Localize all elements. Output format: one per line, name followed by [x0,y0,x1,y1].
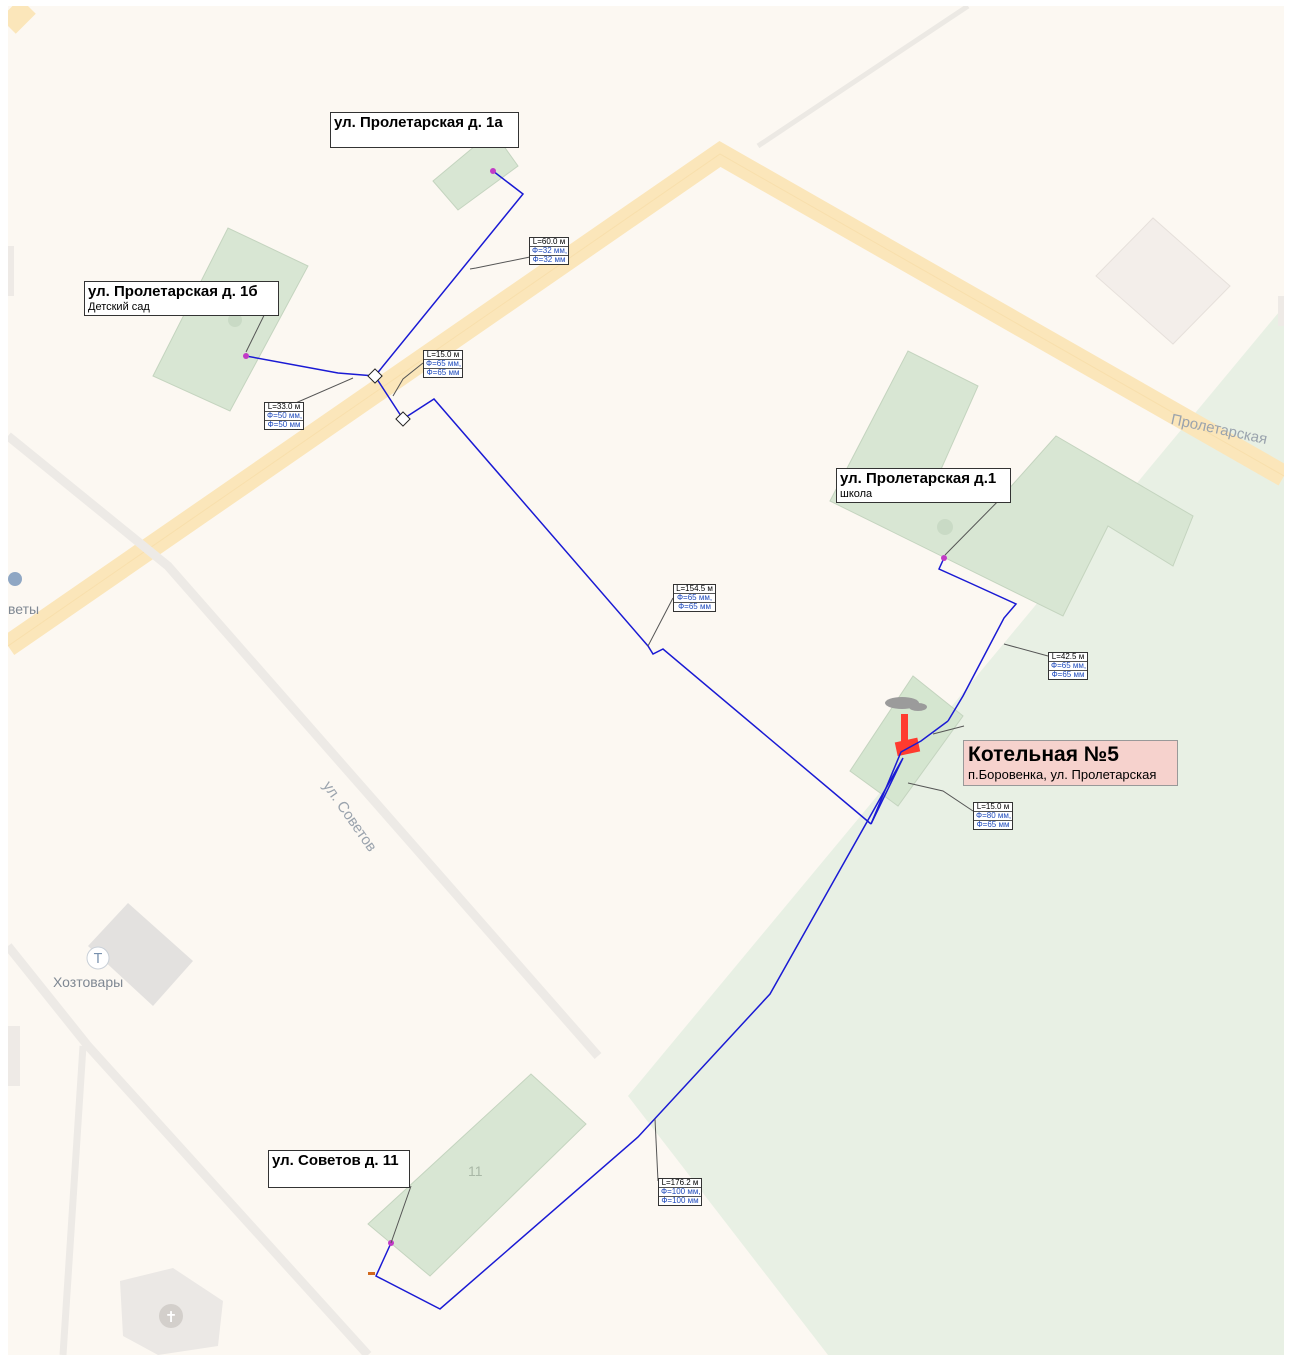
pipe-diameter-return: Ф=50 мм [265,420,303,429]
consumer-subtitle: школа [840,488,873,500]
svg-text:✝: ✝ [165,1308,178,1326]
heating-network-map[interactable]: T ✝ [8,6,1284,1355]
flower-shop-icon [8,572,22,586]
hardware-store-icon [86,946,110,970]
svg-text:T: T [93,952,102,967]
consumer-node [243,353,249,359]
road-diagonal-top [8,6,36,34]
pipe-diameter-return: Ф=65 мм [974,820,1012,829]
pipe-length: L=176.2 м [661,1178,699,1187]
pipe-length: L=15.0 м [426,350,460,359]
consumer-node [490,168,496,174]
church-icon [159,1304,183,1328]
consumer-title: ул. Пролетарская д. 1б [88,283,258,300]
school-icon [937,519,953,535]
building-number-label: 11 [468,1163,483,1179]
pipe-length: L=42.5 м [1051,652,1085,661]
pipe-label-p5[interactable]: L=42.5 м Ф=65 мм, Ф=65 мм [1048,652,1088,680]
pipe-diameter-return: Ф=32 мм [530,255,568,264]
pipe-diameter-supply: Ф=65 мм, [424,359,462,368]
pipe-diameter-supply: Ф=100 мм, [659,1187,701,1196]
pipe-p3 [245,355,376,377]
pipe-length: L=60.0 м [532,237,566,246]
pipe-label-p1[interactable]: L=60.0 м Ф=32 мм, Ф=32 мм [529,237,569,265]
pipe-label-p7[interactable]: L=176.2 м Ф=100 мм, Ф=100 мм [658,1178,702,1206]
consumer-label-1b[interactable]: ул. Пролетарская д. 1б Детский сад [84,281,279,316]
building-gray [88,903,193,1006]
pipe-diameter-return: Ф=100 мм [659,1196,701,1205]
green-area [628,306,1284,1355]
consumer-title: ул. Советов д. 11 [272,1152,399,1169]
pipe-p7 [375,757,904,1310]
poi-label-flowers: веты [8,601,40,617]
consumer-title: ул. Пролетарская д.1 [840,470,997,487]
pipe-p2 [374,375,404,420]
building-11 [367,1073,587,1277]
pipe-diameter-return: Ф=65 мм [674,602,715,611]
pipe-diameter-supply: Ф=32 мм, [530,246,568,255]
building-1-school [829,350,1194,617]
pipe-length: L=154.5 м [676,584,713,593]
consumer-node [941,555,947,561]
pipe-diameter-return: Ф=65 мм [424,368,462,377]
kindergarten-icon [228,313,242,327]
pipe-p4 [402,398,872,825]
boiler-label[interactable]: Котельная №5 п.Боровенка, ул. Пролетарск… [963,740,1178,786]
pipe-diameter-supply: Ф=65 мм, [674,593,715,602]
pipe-label-p2[interactable]: L=15.0 м Ф=65 мм, Ф=65 мм [423,350,463,378]
pipe-network [245,170,1018,1310]
map-canvas: T ✝ [8,6,1284,1355]
pipe-p1 [374,170,525,377]
pipe-diameter-return: Ф=65 мм [1049,670,1087,679]
boiler-title: Котельная №5 [968,743,1119,766]
pipe-label-p3[interactable]: L=33.0 м Ф=50 мм, Ф=50 мм [264,402,304,430]
pipe-diameter-supply: Ф=65 мм, [1049,661,1087,670]
pipe-junction [395,411,411,427]
boiler-address: п.Боровенка, ул. Пролетарская [968,767,1157,782]
consumer-label-1-school[interactable]: ул. Пролетарская д.1 школа [836,468,1011,503]
pipe-diameter-supply: Ф=80 мм, [974,811,1012,820]
pipe-label-p4[interactable]: L=154.5 м Ф=65 мм, Ф=65 мм [673,584,716,612]
pipe-length: L=33.0 м [267,402,301,411]
consumer-label-11[interactable]: ул. Советов д. 11 [268,1150,410,1188]
boiler-icon [901,714,908,744]
consumer-title: ул. Пролетарская д. 1а [334,114,503,131]
pipe-p6 [870,720,949,825]
poi-label-hardware: Хозтовары [53,974,124,990]
pipe-p5 [938,557,1018,722]
pipe-diameter-supply: Ф=50 мм, [265,411,303,420]
pipe-length: L=15.0 м [976,802,1010,811]
pipe-label-p6[interactable]: L=15.0 м Ф=80 мм, Ф=65 мм [973,802,1013,830]
consumer-subtitle: Детский сад [88,301,150,313]
pipe-junction [367,368,383,384]
road-sovetov [8,432,602,1059]
building-gray [1095,217,1231,345]
consumer-label-1a[interactable]: ул. Пролетарская д. 1а [330,112,519,148]
